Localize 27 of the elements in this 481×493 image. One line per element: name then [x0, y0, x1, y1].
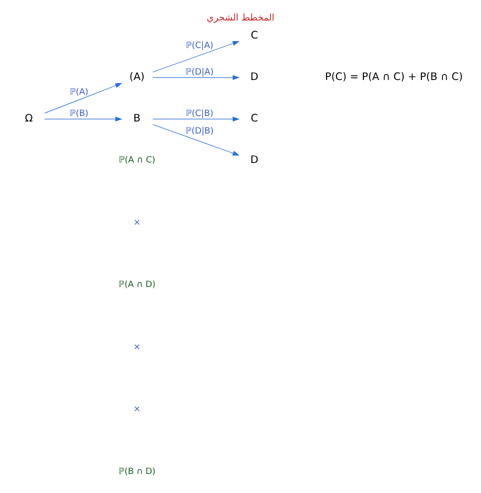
label: × — [133, 342, 141, 352]
label: × — [133, 404, 141, 415]
node-text: Ω — [24, 112, 33, 125]
label: ℙ(A ∩ C) — [118, 156, 156, 166]
caption: P(C) = P(A ∩ C) + P(B ∩ C) — [325, 71, 463, 84]
arrow — [152, 41, 240, 72]
arrow — [152, 116, 240, 122]
diagram-title: المخطط الشجري — [206, 12, 274, 24]
edge-label: ℙ(C|B) — [186, 109, 214, 120]
edge-label: ℙ(D|B) — [185, 126, 214, 136]
edge-label: ℙ(A) — [70, 87, 88, 98]
node-text: B — [133, 112, 141, 125]
node-text: C — [250, 30, 258, 42]
arrow — [152, 124, 240, 156]
arrow — [44, 83, 122, 114]
node-text: D — [250, 154, 258, 166]
edge-label: ℙ(D|A) — [185, 68, 214, 78]
arrow — [44, 116, 122, 122]
label: ℙ(A ∩ D) — [118, 280, 156, 290]
label: ℙ(B ∩ D) — [118, 466, 156, 477]
label: × — [133, 218, 141, 228]
node-text: D — [250, 71, 258, 84]
edge-label: ℙ(B) — [70, 109, 88, 120]
arrow — [152, 75, 240, 80]
edge-label: ℙ(C|A) — [186, 41, 214, 52]
node-text: C — [250, 112, 258, 125]
node-text: (A) — [129, 71, 145, 84]
